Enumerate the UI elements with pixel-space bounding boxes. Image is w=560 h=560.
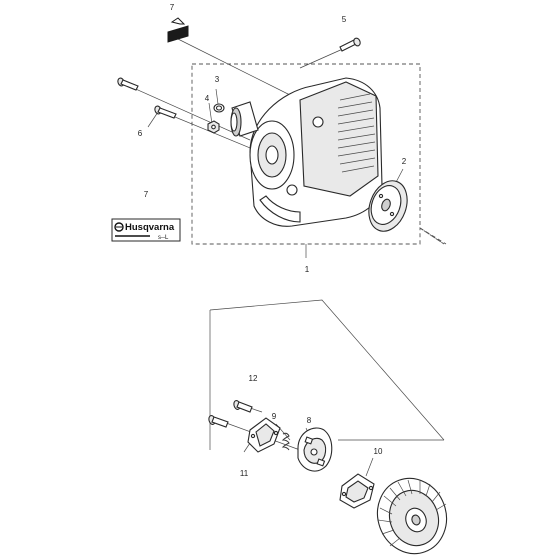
callout-3: 3 xyxy=(215,75,220,84)
boundary-corner-line xyxy=(419,227,447,245)
screw-5 xyxy=(339,37,361,52)
ratchet-8 xyxy=(297,427,333,472)
decal-model-text: s--L xyxy=(158,235,169,241)
callout-2: 2 xyxy=(402,157,407,166)
starter-housing xyxy=(249,77,383,227)
callout-7-label: 7 xyxy=(144,190,149,199)
callout-6: 6 xyxy=(138,129,143,138)
flywheel-fins xyxy=(377,479,447,547)
arrow-decal xyxy=(167,17,189,43)
callout-1: 1 xyxy=(305,265,310,274)
screw-6-lower xyxy=(154,105,177,119)
brand-crown-icon xyxy=(114,222,124,232)
callout-7-top: 7 xyxy=(170,3,175,12)
assembly-1-boundary xyxy=(191,63,445,245)
callout-11: 11 xyxy=(240,469,249,478)
decal-brand-text: Husqvarna xyxy=(125,222,175,233)
callout-12: 12 xyxy=(249,374,258,383)
screw-12-upper xyxy=(233,400,253,413)
plate-10 xyxy=(339,473,375,509)
callout-5: 5 xyxy=(342,15,347,24)
callout-10: 10 xyxy=(374,447,383,456)
spring-ring xyxy=(213,103,225,113)
pulley-disc xyxy=(368,180,408,232)
screw-6-upper xyxy=(117,77,139,91)
flywheel xyxy=(376,477,448,555)
husqvarna-decal: Husqvarna s--L xyxy=(111,218,181,242)
screw-12-lower xyxy=(208,415,229,428)
spring-9 xyxy=(281,432,290,451)
callout-9: 9 xyxy=(272,412,277,421)
housing-fins xyxy=(337,93,376,173)
housing-spindle xyxy=(230,101,259,137)
mounting-plate-11 xyxy=(247,417,281,453)
callout-4: 4 xyxy=(205,94,210,103)
hex-nut xyxy=(207,120,220,134)
callout-8: 8 xyxy=(307,416,312,425)
